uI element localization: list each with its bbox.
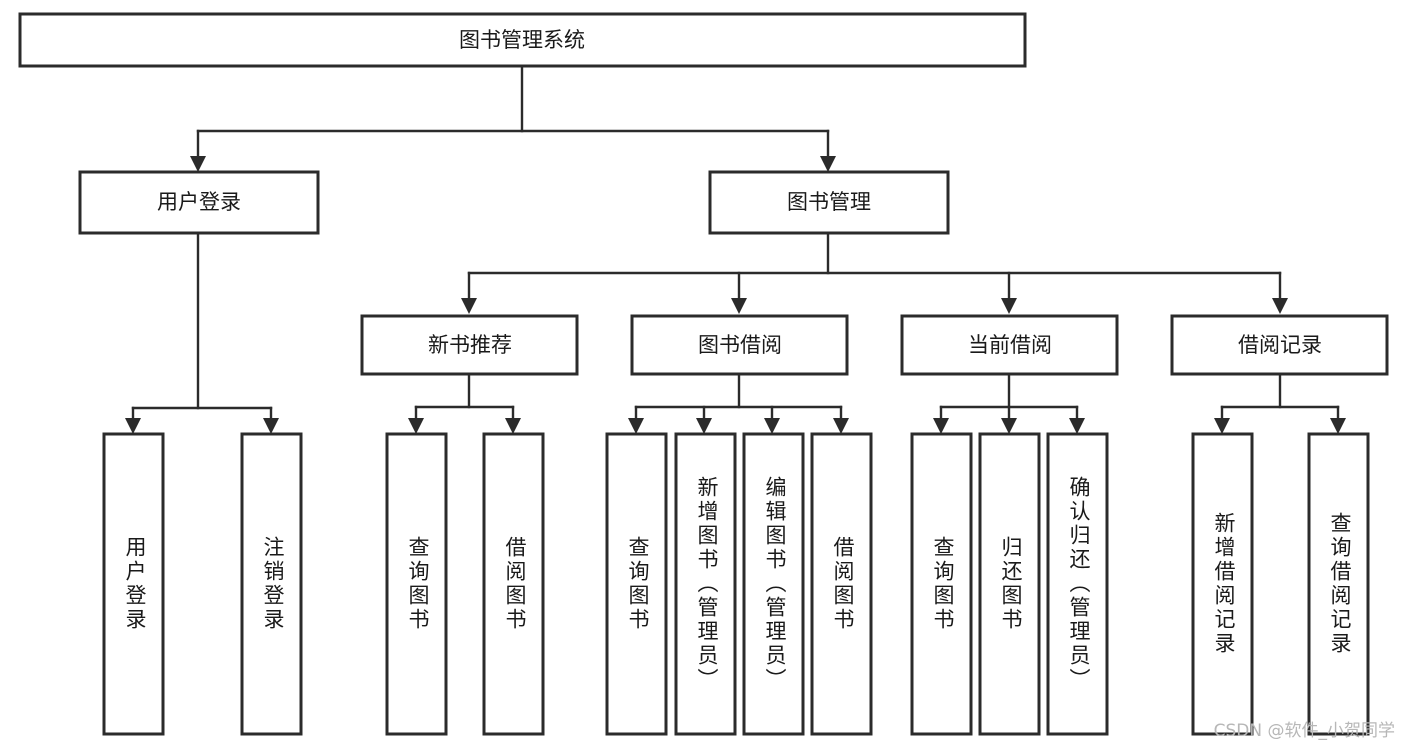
- node-leaf-borrow-book-1-label: 借阅图书: [503, 536, 527, 632]
- node-user-login-box[interactable]: [78, 170, 320, 235]
- node-leaf-add-record-box[interactable]: [1191, 432, 1254, 736]
- arrow-leaf-logout: [263, 418, 279, 434]
- arrow-to-borrow-record: [1272, 298, 1288, 314]
- node-leaf-confirm-return-box[interactable]: [1046, 432, 1109, 736]
- arrow-to-user-login: [190, 156, 206, 172]
- arrow-leaf-edit-book: [764, 418, 780, 434]
- node-leaf-add-record-label: 新增借阅记录: [1212, 512, 1236, 656]
- node-user-login[interactable]: 用户登录: [78, 170, 320, 235]
- node-leaf-query-book-2[interactable]: 查询图书: [605, 432, 668, 736]
- node-leaf-query-record-box[interactable]: [1307, 432, 1370, 736]
- node-leaf-logout-box[interactable]: [240, 432, 303, 736]
- arrow-leaf-borrow-book-1: [505, 418, 521, 434]
- arrow-leaf-query-book-3: [933, 418, 949, 434]
- node-book-admin-box[interactable]: [708, 170, 950, 235]
- node-book-borrow-label: 图书借阅: [698, 333, 782, 357]
- node-leaf-query-book-1-label: 查询图书: [406, 536, 430, 632]
- node-borrow-record-box[interactable]: [1170, 314, 1389, 376]
- arrow-leaf-query-book-2: [628, 418, 644, 434]
- node-leaf-query-book-1[interactable]: 查询图书: [385, 432, 448, 736]
- node-leaf-edit-book-label: 编辑图书（管理员）: [763, 476, 787, 692]
- arrow-leaf-add-book: [696, 418, 712, 434]
- arrow-leaf-confirm-return: [1069, 418, 1085, 434]
- node-leaf-return-book-box[interactable]: [978, 432, 1041, 736]
- node-borrow-record-label: 借阅记录: [1238, 333, 1322, 357]
- node-leaf-user-login-label: 用户登录: [123, 536, 147, 632]
- node-leaf-confirm-return-label: 确认归还（管理员）: [1067, 476, 1091, 692]
- node-leaf-query-book-2-box[interactable]: [605, 432, 668, 736]
- node-leaf-query-book-1-box[interactable]: [385, 432, 448, 736]
- node-leaf-borrow-book-2-box[interactable]: [810, 432, 873, 736]
- node-book-borrow-box[interactable]: [630, 314, 849, 376]
- node-new-book-rec[interactable]: 新书推荐: [360, 314, 579, 376]
- node-leaf-borrow-book-1-box[interactable]: [482, 432, 545, 736]
- node-root-box[interactable]: [18, 12, 1027, 68]
- node-leaf-user-login[interactable]: 用户登录: [102, 432, 165, 736]
- arrow-leaf-query-book-1: [408, 418, 424, 434]
- node-leaf-edit-book-box[interactable]: [742, 432, 805, 736]
- node-leaf-query-book-3-box[interactable]: [910, 432, 973, 736]
- node-new-book-rec-label: 新书推荐: [428, 333, 512, 357]
- node-user-login-label: 用户登录: [157, 190, 241, 214]
- arrow-leaf-add-record: [1214, 418, 1230, 434]
- node-leaf-add-book[interactable]: 新增图书（管理员）: [674, 432, 737, 736]
- node-leaf-query-record[interactable]: 查询借阅记录: [1307, 432, 1370, 736]
- node-leaf-query-book-3-label: 查询图书: [931, 536, 955, 632]
- node-leaf-query-book-3[interactable]: 查询图书: [910, 432, 973, 736]
- node-leaf-return-book[interactable]: 归还图书: [978, 432, 1041, 736]
- arrow-leaf-user-login: [125, 418, 141, 434]
- node-leaf-edit-book[interactable]: 编辑图书（管理员）: [742, 432, 805, 736]
- arrow-leaf-query-record: [1330, 418, 1346, 434]
- node-leaf-return-book-label: 归还图书: [999, 536, 1023, 632]
- node-leaf-user-login-box[interactable]: [102, 432, 165, 736]
- node-leaf-borrow-book-1[interactable]: 借阅图书: [482, 432, 545, 736]
- node-leaf-add-book-label: 新增图书（管理员）: [695, 476, 719, 692]
- node-leaf-borrow-book-2-label: 借阅图书: [831, 536, 855, 632]
- node-root-label: 图书管理系统: [459, 28, 585, 52]
- node-leaf-borrow-book-2[interactable]: 借阅图书: [810, 432, 873, 736]
- arrow-to-current-borrow: [1001, 298, 1017, 314]
- node-current-borrow[interactable]: 当前借阅: [900, 314, 1119, 376]
- arrow-to-book-admin: [820, 156, 836, 172]
- node-new-book-rec-box[interactable]: [360, 314, 579, 376]
- node-book-borrow[interactable]: 图书借阅: [630, 314, 849, 376]
- node-root[interactable]: 图书管理系统: [18, 12, 1027, 68]
- node-leaf-confirm-return[interactable]: 确认归还（管理员）: [1046, 432, 1109, 736]
- node-book-admin-label: 图书管理: [787, 190, 871, 214]
- node-book-admin[interactable]: 图书管理: [708, 170, 950, 235]
- arrow-to-new-book-rec: [461, 298, 477, 314]
- node-current-borrow-box[interactable]: [900, 314, 1119, 376]
- connectors: [125, 64, 1346, 434]
- arrow-leaf-return-book: [1001, 418, 1017, 434]
- node-leaf-logout-label: 注销登录: [261, 536, 285, 632]
- node-leaf-query-book-2-label: 查询图书: [626, 536, 650, 632]
- node-leaf-logout[interactable]: 注销登录: [240, 432, 303, 736]
- node-leaf-add-book-box[interactable]: [674, 432, 737, 736]
- node-current-borrow-label: 当前借阅: [968, 333, 1052, 357]
- node-borrow-record[interactable]: 借阅记录: [1170, 314, 1389, 376]
- node-leaf-query-record-label: 查询借阅记录: [1328, 512, 1352, 656]
- arrow-leaf-borrow-book-2: [833, 418, 849, 434]
- arrow-to-book-borrow: [731, 298, 747, 314]
- node-leaf-add-record[interactable]: 新增借阅记录: [1191, 432, 1254, 736]
